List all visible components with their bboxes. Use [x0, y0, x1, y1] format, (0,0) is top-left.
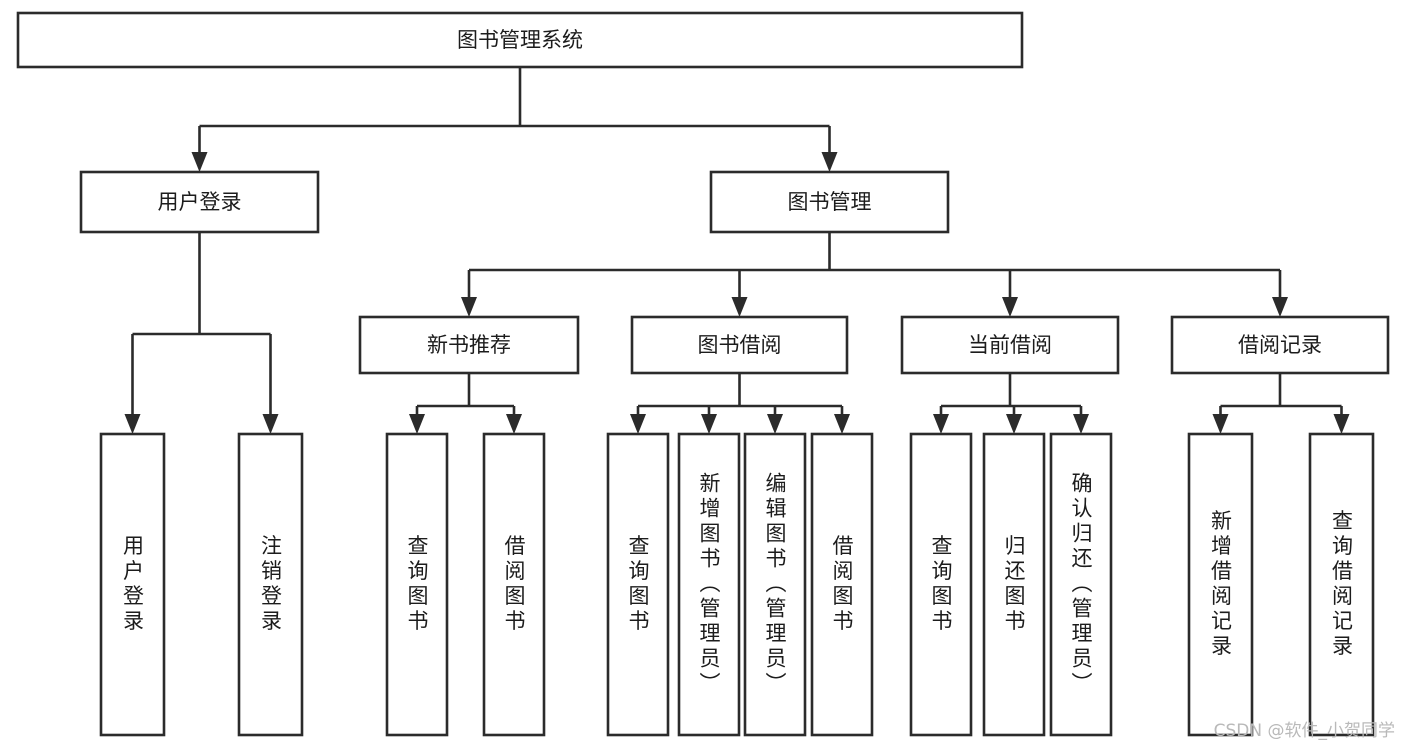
connector-arrowhead: [1212, 414, 1229, 434]
connector-arrowhead: [630, 414, 646, 434]
connector-arrowhead: [1073, 414, 1089, 434]
node-label: 查询图书: [626, 535, 650, 635]
node-leaf-borrow-book-rec[interactable]: 借阅图书: [482, 432, 546, 737]
connector-arrowhead: [731, 297, 748, 317]
connector-arrowhead: [262, 414, 279, 434]
node-user-login[interactable]: 用户登录: [79, 170, 320, 234]
node-leaf-query-record[interactable]: 查询借阅记录: [1308, 432, 1375, 737]
node-label: 图书管理: [788, 190, 872, 214]
node-label: 新增借阅记录: [1209, 510, 1233, 660]
nodes-layer: 图书管理系统用户登录图书管理新书推荐图书借阅当前借阅借阅记录用户登录注销登录查询…: [16, 11, 1390, 737]
node-box: [1170, 315, 1390, 375]
connector-arrowhead: [821, 152, 838, 172]
node-label: 图书管理系统: [457, 28, 583, 52]
node-book-borrow[interactable]: 图书借阅: [630, 315, 849, 375]
node-label: 查询图书: [405, 535, 429, 635]
connector-arrowhead: [1272, 297, 1288, 317]
node-label: 确认归还（管理员）: [1069, 472, 1093, 697]
node-label: 用户登录: [121, 535, 145, 635]
node-box: [900, 315, 1120, 375]
connector-arrowhead: [124, 414, 141, 434]
node-box: [237, 432, 304, 737]
connector-arrowhead: [1006, 414, 1022, 434]
node-box: [1187, 432, 1254, 737]
node-label: 用户登录: [158, 190, 242, 214]
node-label: 图书借阅: [698, 333, 782, 357]
node-label: 新书推荐: [427, 333, 511, 357]
node-label: 查询借阅记录: [1330, 510, 1354, 660]
node-book-manage[interactable]: 图书管理: [709, 170, 950, 234]
connector-arrowhead: [191, 152, 208, 172]
node-box: [1308, 432, 1375, 737]
node-leaf-user-login[interactable]: 用户登录: [99, 432, 166, 737]
node-label: 注销登录: [259, 535, 283, 635]
node-label: 借阅图书: [830, 535, 854, 635]
connector-arrowhead: [933, 414, 949, 434]
connector-arrowhead: [834, 414, 850, 434]
connector-arrowhead: [409, 414, 425, 434]
node-box: [709, 170, 950, 234]
node-leaf-borrow-book[interactable]: 借阅图书: [810, 432, 874, 737]
node-box: [630, 315, 849, 375]
node-label: 当前借阅: [968, 333, 1052, 357]
node-leaf-query-book-borrow[interactable]: 查询图书: [606, 432, 670, 737]
node-box: [482, 432, 546, 737]
node-label: 借阅图书: [502, 535, 526, 635]
connector-arrowhead: [1333, 414, 1350, 434]
connector-arrowhead: [1002, 297, 1018, 317]
node-box: [982, 432, 1046, 737]
connector-arrowhead: [767, 414, 783, 434]
node-leaf-edit-book[interactable]: 编辑图书（管理员）: [743, 432, 807, 737]
connector-arrowhead: [461, 297, 477, 317]
node-label: 借阅记录: [1238, 333, 1322, 357]
node-box: [743, 432, 807, 737]
connector-arrowhead: [506, 414, 522, 434]
node-box: [677, 432, 741, 737]
node-current-borrow[interactable]: 当前借阅: [900, 315, 1120, 375]
node-box: [16, 11, 1024, 69]
node-box: [810, 432, 874, 737]
node-box: [606, 432, 670, 737]
node-leaf-add-book[interactable]: 新增图书（管理员）: [677, 432, 741, 737]
node-leaf-logout[interactable]: 注销登录: [237, 432, 304, 737]
node-box: [99, 432, 166, 737]
node-label: 归还图书: [1002, 535, 1026, 635]
node-new-book-rec[interactable]: 新书推荐: [358, 315, 580, 375]
node-leaf-confirm-return[interactable]: 确认归还（管理员）: [1049, 432, 1113, 737]
node-leaf-return-book[interactable]: 归还图书: [982, 432, 1046, 737]
node-box: [385, 432, 449, 737]
node-box: [1049, 432, 1113, 737]
node-label: 查询图书: [929, 535, 953, 635]
connector-arrowhead: [701, 414, 717, 434]
node-box: [358, 315, 580, 375]
node-borrow-record[interactable]: 借阅记录: [1170, 315, 1390, 375]
node-leaf-add-record[interactable]: 新增借阅记录: [1187, 432, 1254, 737]
node-leaf-query-book-cur[interactable]: 查询图书: [909, 432, 973, 737]
connectors-layer: [124, 67, 1350, 434]
node-box: [79, 170, 320, 234]
node-box: [909, 432, 973, 737]
node-root[interactable]: 图书管理系统: [16, 11, 1024, 69]
node-leaf-query-book-rec[interactable]: 查询图书: [385, 432, 449, 737]
node-label: 编辑图书（管理员）: [763, 472, 787, 697]
node-label: 新增图书（管理员）: [697, 472, 721, 697]
